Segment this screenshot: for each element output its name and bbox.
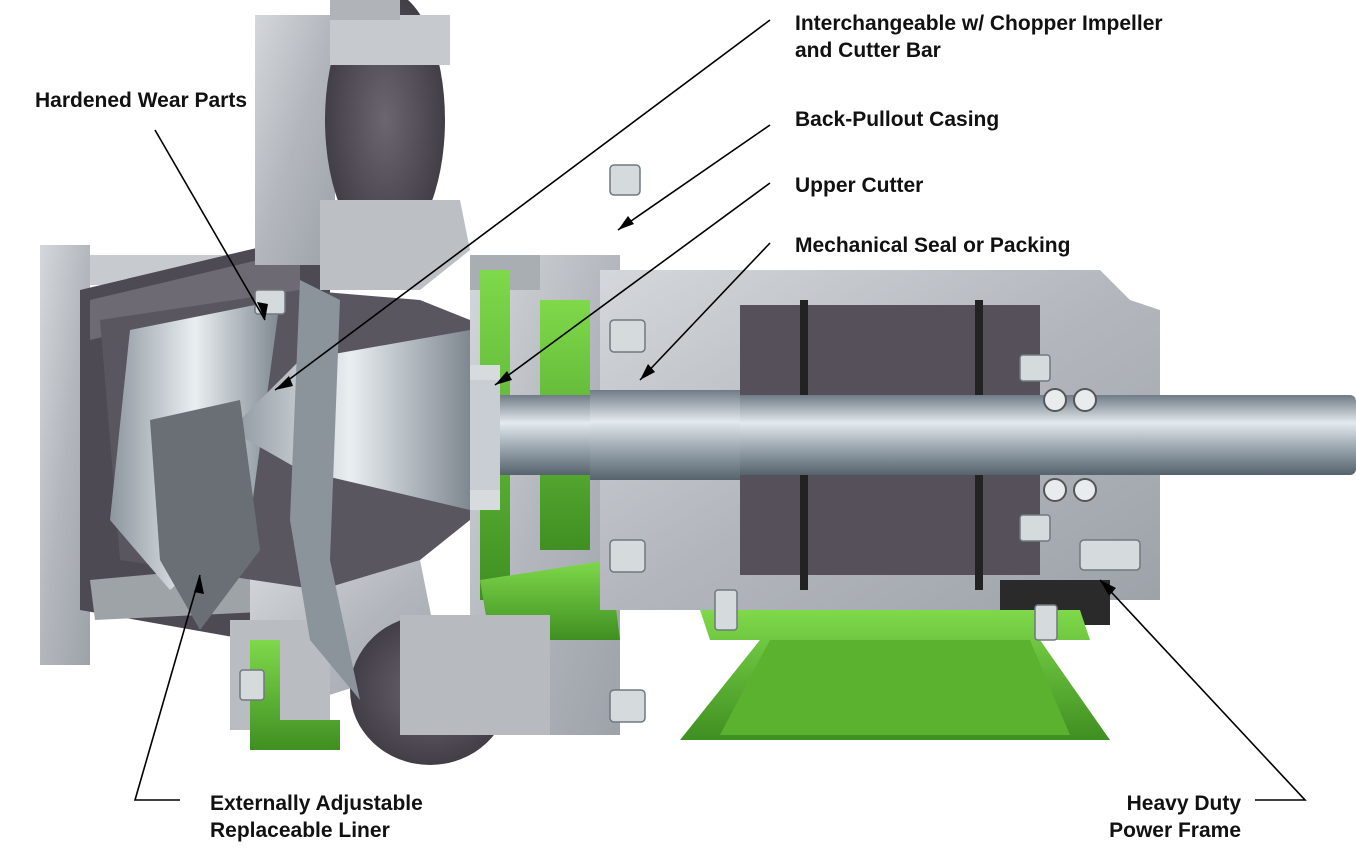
leader-arrowheads (194, 216, 1116, 596)
label-power-frame-line2: Power Frame (1109, 819, 1241, 842)
leader-power-frame (1099, 579, 1307, 801)
leader-liner (133, 574, 201, 801)
label-back-pullout-line1: Back-Pullout Casing (795, 108, 1000, 131)
label-mechanical-seal: Mechanical Seal or Packing (795, 232, 1070, 259)
label-power-frame: Heavy Duty Power Frame (1109, 790, 1241, 844)
leader-interchangeable (274, 19, 771, 391)
leader-lines (133, 19, 1307, 801)
label-back-pullout-casing: Back-Pullout Casing (795, 106, 999, 133)
arrowhead-upper-cutter (495, 371, 512, 385)
label-hardened-wear-parts: Hardened Wear Parts (35, 87, 247, 114)
arrowhead-hardened (257, 302, 268, 320)
label-hardened-line1: Hardened Wear Parts (35, 89, 248, 112)
leader-hardened (154, 129, 266, 321)
label-power-frame-line1: Heavy Duty (1126, 792, 1241, 815)
label-mech-seal-line1: Mechanical Seal or Packing (795, 234, 1071, 257)
label-liner: Externally Adjustable Replaceable Liner (210, 790, 423, 844)
label-upper-cutter: Upper Cutter (795, 172, 923, 199)
leader-back-pullout (617, 124, 771, 231)
label-interchangeable: Interchangeable w/ Chopper Impeller and … (795, 10, 1163, 64)
leader-upper-cutter (494, 182, 771, 386)
bearings (1043, 388, 1097, 502)
arrowhead-back-pullout (618, 216, 634, 230)
label-liner-line1: Externally Adjustable (210, 792, 423, 815)
label-interchangeable-line2: and Cutter Bar (795, 39, 941, 62)
arrowhead-interchangeable (275, 376, 293, 390)
arrowhead-mech-seal (640, 364, 655, 380)
impeller (100, 280, 470, 700)
label-upper-cutter-line1: Upper Cutter (795, 174, 924, 197)
leader-mech-seal (639, 242, 771, 381)
arrowhead-power-frame (1100, 580, 1116, 596)
shaft (470, 380, 1356, 490)
arrowhead-liner (194, 575, 204, 594)
green-base (250, 610, 1110, 750)
label-interchangeable-line1: Interchangeable w/ Chopper Impeller (795, 12, 1163, 35)
bolts (239, 164, 1141, 723)
label-liner-line2: Replaceable Liner (210, 819, 390, 842)
